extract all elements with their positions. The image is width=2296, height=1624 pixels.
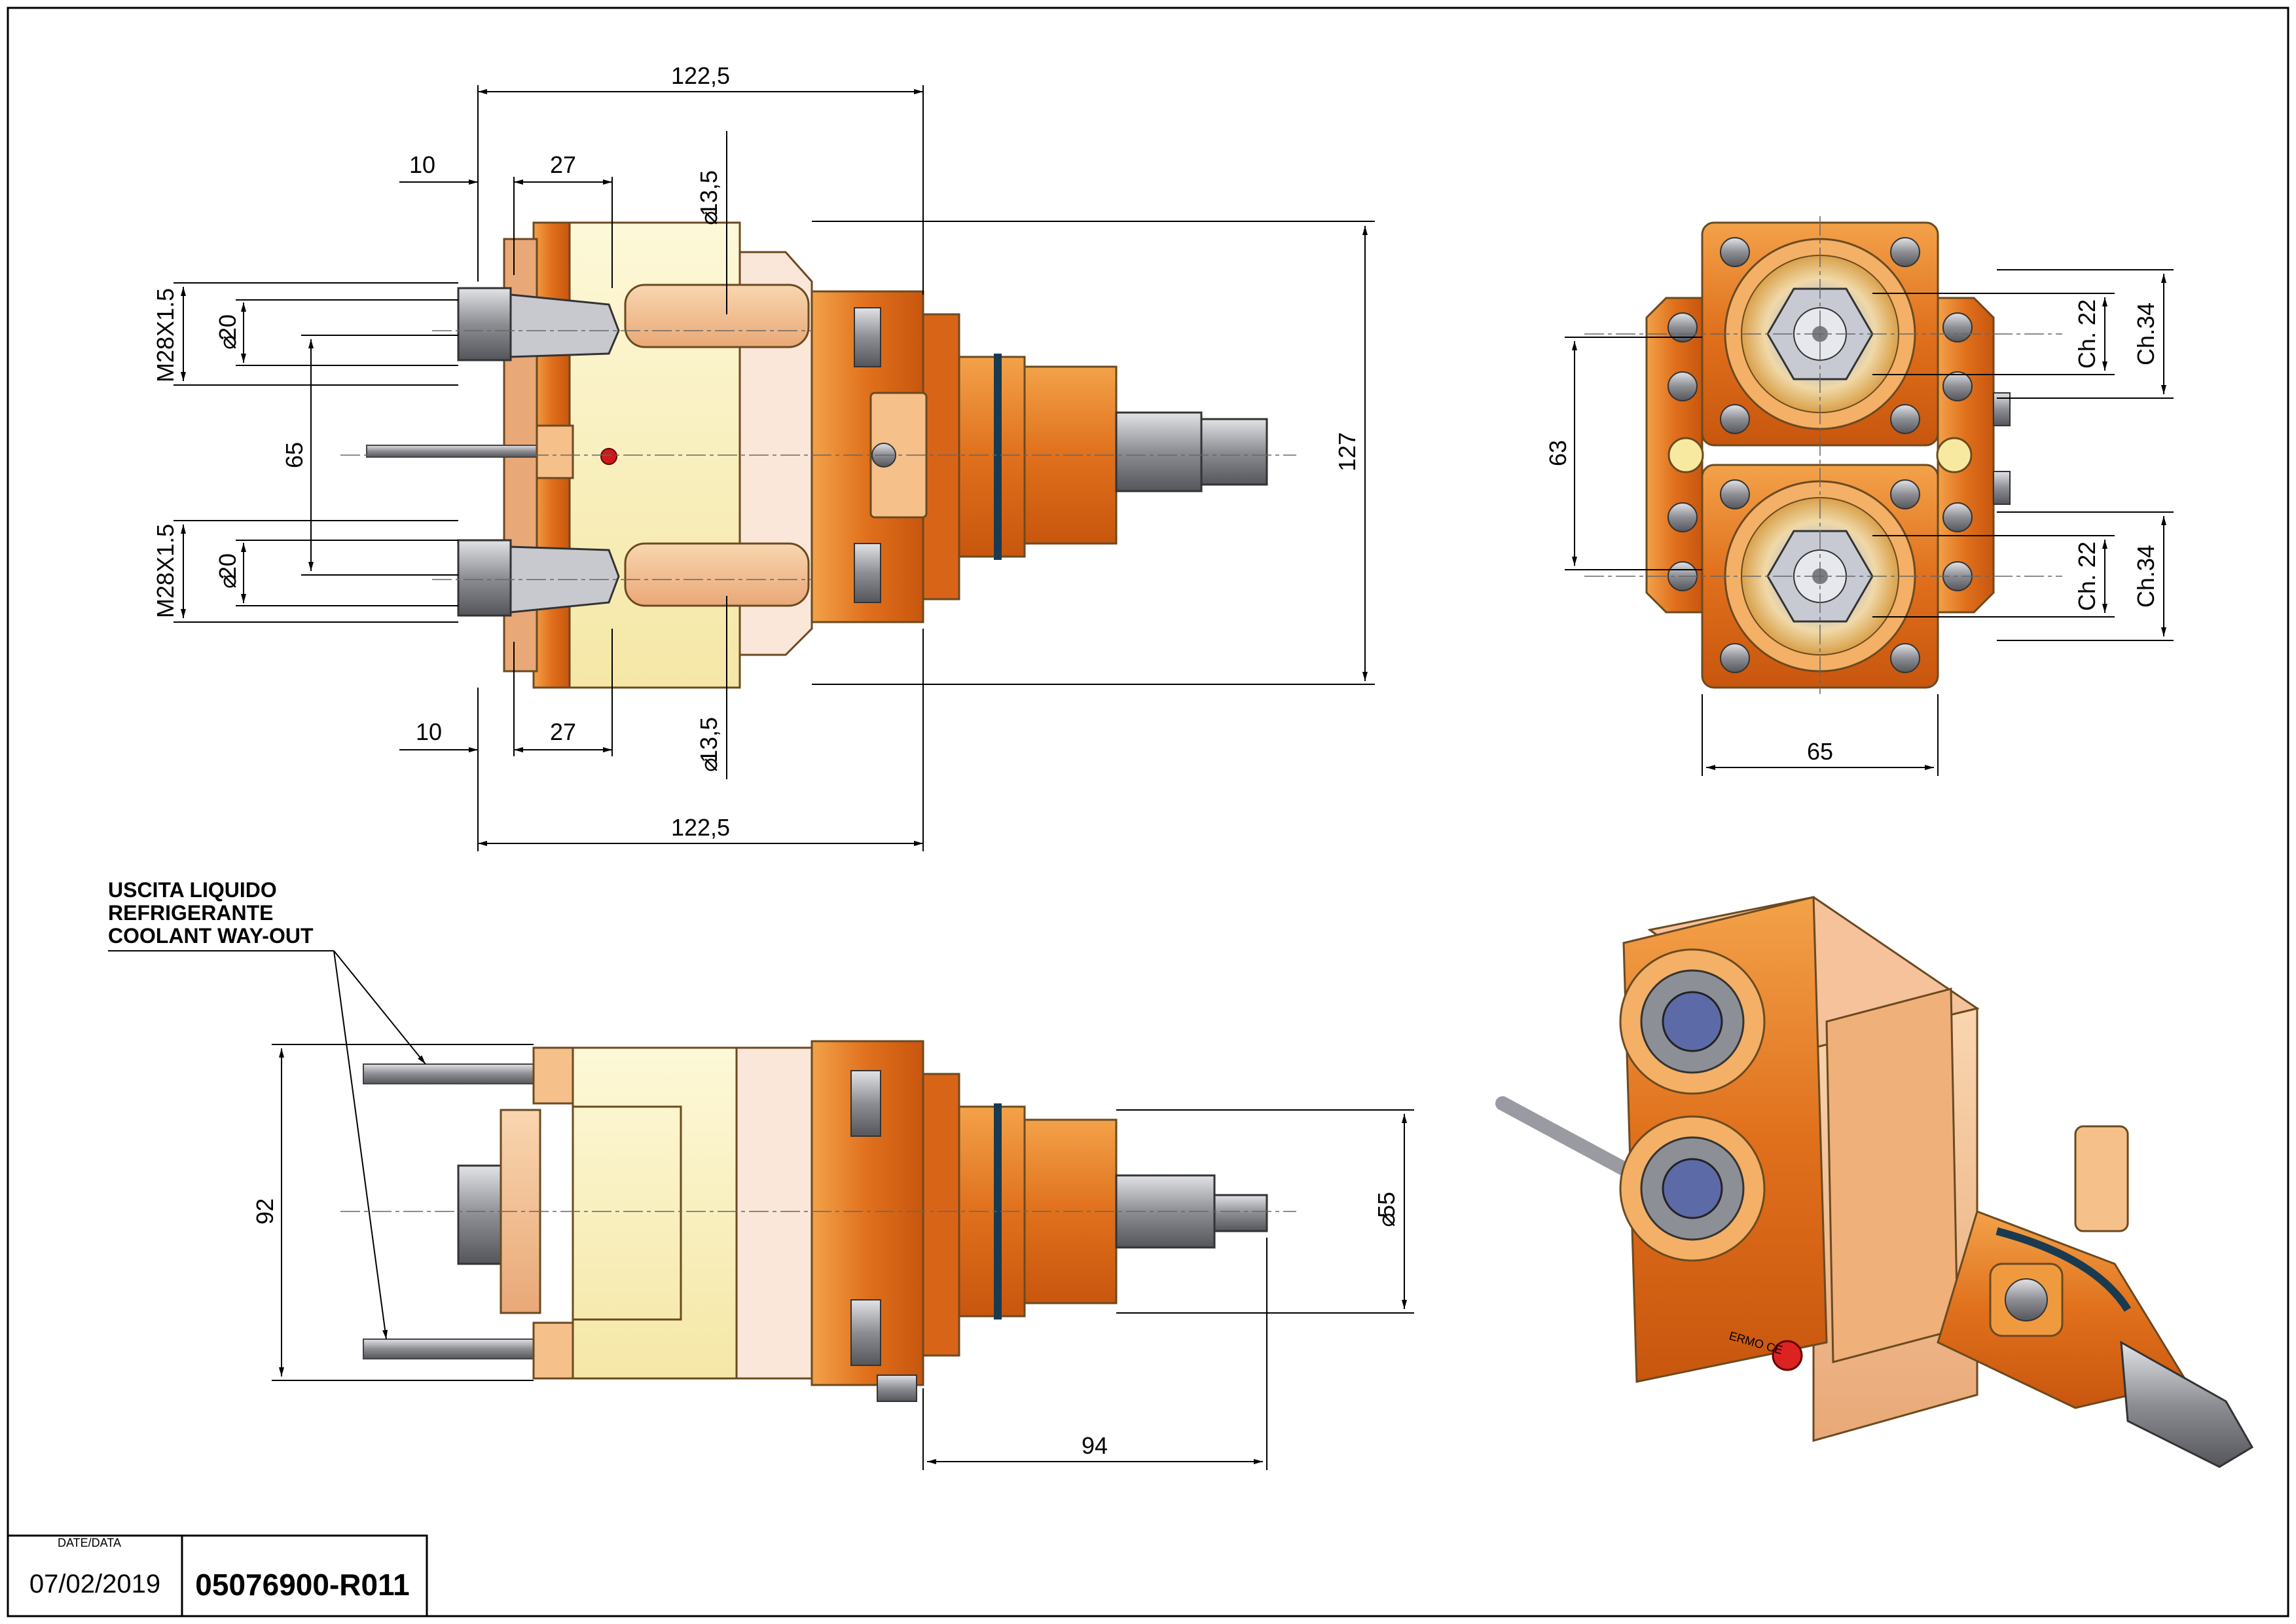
front-collet-nut-bottom bbox=[457, 539, 512, 617]
dim-collet-depth-bottom: 27 bbox=[550, 718, 576, 745]
end-coolant-port-right bbox=[1936, 437, 1973, 473]
dim-spindle-distance: 65 bbox=[281, 442, 308, 468]
end-view bbox=[1584, 216, 2062, 694]
end-view-dimensions: 63 65 Ch. 22 Ch.34 Ch. 22 Ch.34 bbox=[1544, 269, 2174, 776]
front-flange-collar bbox=[922, 313, 960, 600]
iso-spindle-bottom-bore bbox=[1662, 1158, 1723, 1219]
iso-marker-dot bbox=[1772, 1340, 1803, 1371]
iso-drive-shaft bbox=[2120, 1340, 2254, 1468]
dim-wrench-top-outer: Ch.34 bbox=[2132, 303, 2159, 365]
diameter-symbol-bore-bottom: ⌀ bbox=[695, 758, 722, 772]
iso-coolant-pipe-long bbox=[1495, 1096, 1637, 1179]
dim-offset-top: 10 bbox=[409, 151, 435, 178]
front-spindle-bottom-sleeve bbox=[624, 542, 810, 607]
front-shank-oring bbox=[994, 354, 1002, 560]
front-marker-dot bbox=[600, 448, 617, 465]
end-bolts bbox=[1667, 237, 1973, 673]
side-pipe-fitting-bottom bbox=[532, 1321, 574, 1380]
iso-bolt-socket bbox=[2005, 1278, 2048, 1321]
side-pipe-top bbox=[363, 1063, 541, 1084]
dim-overall-length-top: 122,5 bbox=[671, 62, 730, 89]
dim-offset-bottom: 10 bbox=[416, 718, 442, 745]
dim-collet-depth-top: 27 bbox=[550, 151, 576, 178]
front-collet-nut-top bbox=[457, 287, 512, 361]
diameter-symbol-shank: ⌀ bbox=[1373, 1213, 1400, 1227]
front-view bbox=[340, 221, 1296, 689]
front-drive-shaft bbox=[1115, 411, 1203, 492]
dim-wrench-top-inner: Ch. 22 bbox=[2073, 299, 2100, 369]
side-collet-nut bbox=[457, 1164, 505, 1265]
iso-spindle-top-bore bbox=[1662, 991, 1723, 1052]
side-housing bbox=[735, 1046, 813, 1380]
side-bolt-top bbox=[850, 1070, 881, 1137]
dim-wrench-bottom-inner: Ch. 22 bbox=[2073, 542, 2100, 611]
dim-overall-height: 127 bbox=[1334, 432, 1360, 471]
dim-diameter-top: 20 bbox=[214, 314, 241, 341]
side-body-pale bbox=[572, 1046, 738, 1380]
side-shank-oring bbox=[994, 1103, 1002, 1320]
dim-bore-bottom: 13,5 bbox=[695, 717, 722, 763]
front-collet-cone-top bbox=[509, 293, 620, 358]
end-side-fitting-bottom bbox=[1993, 471, 2011, 505]
note-coolant-line-2: REFRIGERANTE bbox=[108, 901, 273, 925]
front-drive-tang bbox=[1200, 418, 1268, 486]
dim-thread-bottom: M28X1.5 bbox=[152, 524, 179, 618]
title-block: DATE/DATA 07/02/2019 05076900-R011 bbox=[7, 1534, 428, 1617]
dim-diameter-bottom: 20 bbox=[214, 553, 241, 580]
title-date: 07/02/2019 bbox=[29, 1570, 160, 1598]
side-drive-tang bbox=[1213, 1194, 1268, 1232]
side-view-dimensions: USCITA LIQUIDO REFRIGERANTE COOLANT WAY-… bbox=[108, 878, 1414, 1470]
diameter-symbol-top: ⌀ bbox=[214, 335, 241, 350]
front-bolt-bottom bbox=[854, 543, 881, 603]
side-body-face bbox=[573, 1105, 682, 1321]
sheet-border bbox=[7, 7, 2289, 1617]
dim-end-width: 65 bbox=[1807, 738, 1833, 765]
diameter-symbol-bore-top: ⌀ bbox=[695, 211, 722, 225]
front-pipe-nut bbox=[536, 424, 574, 479]
side-pipe-bottom bbox=[363, 1338, 541, 1359]
dim-overall-length-bottom: 122,5 bbox=[671, 814, 730, 841]
dim-shank-diameter: 55 bbox=[1373, 1192, 1400, 1218]
diameter-symbol-bottom: ⌀ bbox=[214, 574, 241, 589]
end-coolant-port-left bbox=[1667, 437, 1704, 473]
dim-thread-top: M28X1.5 bbox=[152, 288, 179, 382]
front-shank-body bbox=[958, 356, 1026, 558]
iso-view: ERMO CE bbox=[1495, 896, 2254, 1468]
front-view-dimensions: 122,5 10 27 13,5 ⌀ 127 M28X1.5 20 ⌀ 65 bbox=[152, 62, 1375, 851]
iso-coolant-block bbox=[2074, 1125, 2129, 1232]
dim-pipe-distance: 92 bbox=[251, 1198, 278, 1225]
note-coolant-line-1: USCITA LIQUIDO bbox=[108, 878, 277, 902]
dim-bore-top: 13,5 bbox=[695, 170, 722, 216]
side-pipe-fitting-top bbox=[532, 1046, 574, 1105]
side-view bbox=[340, 1040, 1296, 1402]
iso-side-block bbox=[1825, 987, 1959, 1363]
title-code: 05076900-R011 bbox=[195, 1568, 409, 1602]
title-date-label: DATE/DATA bbox=[58, 1536, 121, 1549]
iso-shank-oring bbox=[1995, 1227, 2132, 1312]
dim-shank-length: 94 bbox=[1082, 1432, 1108, 1459]
side-bottom-fitting bbox=[877, 1375, 917, 1402]
front-spindle-top-sleeve bbox=[624, 284, 810, 348]
side-bolt-bottom bbox=[850, 1299, 881, 1366]
side-flange-collar bbox=[922, 1073, 960, 1357]
dim-wrench-bottom-outer: Ch.34 bbox=[2132, 545, 2159, 608]
dim-end-spindle-distance: 63 bbox=[1544, 440, 1571, 466]
note-coolant-line-3: COOLANT WAY-OUT bbox=[108, 924, 314, 948]
front-bolt-top bbox=[854, 307, 881, 367]
